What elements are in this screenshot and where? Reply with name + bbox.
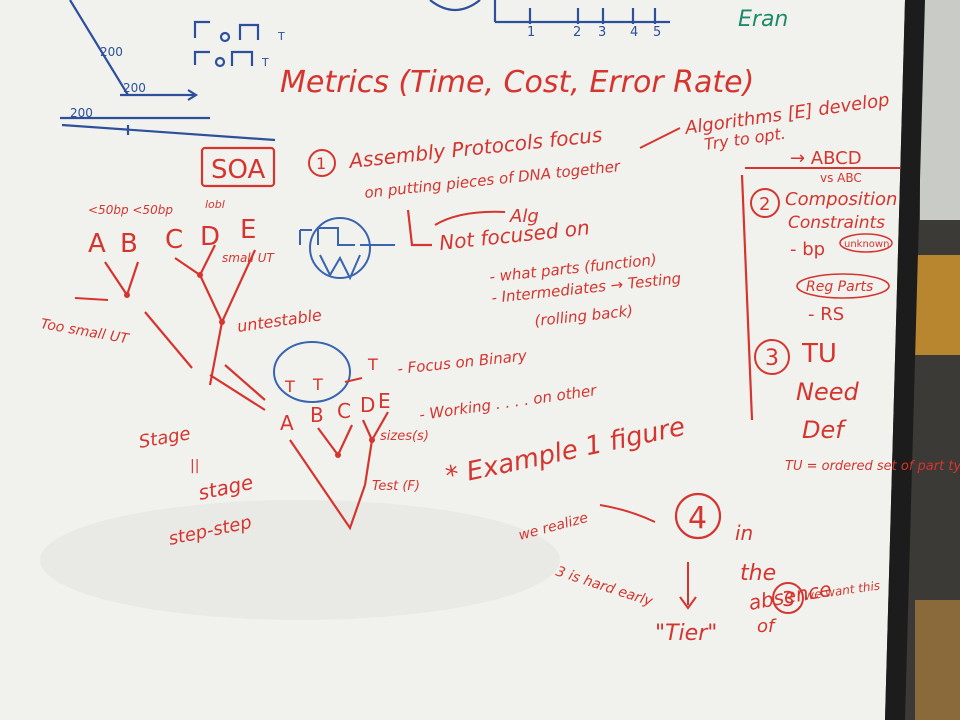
not-focused-bracket [406,209,432,247]
point1-circle [308,149,336,177]
top-left-diagram [60,0,670,142]
label-200-c: 200 [70,106,93,120]
tree-bottom-letter-a: A [280,411,294,435]
tree-bottom-letter-b: B [310,403,324,427]
tree-top-letter-b: B [120,229,138,259]
need-label: Need [796,378,859,406]
right-column-divider [740,174,754,421]
blue-arrow-head [187,89,199,101]
def-label: Def [802,416,847,444]
too-small-arrow [74,297,109,301]
bottom-mark-2: T [312,375,323,394]
axis-ticks: 1 2 3 4 5 [527,25,661,40]
soa-box-outline [200,146,276,188]
tree-top-header: <50bp <50bp [88,203,173,217]
point3-circle [754,339,790,375]
axis-tick-2: 2 [573,25,581,40]
wood-shelf [915,255,960,355]
tu-label: TU [801,339,837,369]
tree-bottom-letter-d: D [360,393,375,417]
tree-top-letter-c: C [165,225,183,255]
vs-abc-label: vs ABC [820,171,862,185]
soa-label: SOA [211,155,266,185]
sizes-label: sizes(s) [380,429,429,444]
tu-definition: TU = ordered set of part types [785,459,960,474]
tree-top-letter-d: D [200,222,220,252]
point4-number: 4 [688,501,707,536]
blue-construct-sketch [299,217,395,281]
promoter-glyph [193,20,210,38]
of-label: of [757,616,777,637]
circled-3-outline [772,582,804,614]
blue-diagonal-line [69,0,129,96]
point2-circle [750,188,780,218]
circled-3: 3 [782,587,795,611]
tree-bottom-letter-c: C [337,399,351,423]
axis-tick-3: 3 [598,25,606,40]
small-ut-label: small UT [222,251,276,265]
down-arrow [679,562,697,610]
eraser-smudge [40,500,560,620]
metrics-heading: Metrics (Time, Cost, Error Rate) [280,65,754,100]
axis-tick-1: 1 [527,25,535,40]
box-corner [915,600,960,720]
the-label: the [740,561,776,586]
point4-circle [674,492,722,540]
point1-number: 1 [316,154,326,173]
composition-label: Composition [785,189,897,210]
reg-parts-label: Reg Parts [806,279,873,295]
test-label: Test (F) [372,479,420,494]
promoter-note-1: T [277,30,285,43]
cds-glyph [238,23,260,40]
cds-glyph-2 [230,50,254,66]
rs-label: - RS [808,304,844,325]
point2-number: 2 [759,194,770,215]
svg-text:||: || [190,458,199,474]
top-right-word: Eran [738,7,788,32]
blue-underline-2 [61,123,276,142]
tree-bottom-letter-e: E [378,389,391,413]
circle-fragment [429,0,481,12]
promoter-glyph-2 [193,50,210,65]
whiteboard-frame [885,0,925,720]
tree-bottom-letters: A B C D E [280,389,391,435]
alg-label: Alg [509,206,539,227]
tree-top-lbl: lobl [205,198,225,211]
bottom-mark-3: T [367,355,378,374]
tree-top-letter-e: E [240,215,256,245]
abcd-label: → ABCD [790,148,862,169]
axis-tick-4: 4 [630,25,638,40]
constraints-label: Constraints [788,213,885,233]
promoter-note-2: T [261,56,269,69]
point1-arrow [639,127,681,149]
tier-label: "Tier" [655,621,717,646]
in-label: in [735,521,753,545]
wall-panel [920,0,960,220]
axis-tick-5: 5 [653,25,661,40]
unknown-label: unknown [844,239,889,250]
label-200-a: 200 [100,45,123,59]
bottom-tree-blue-circle [273,341,351,403]
tree-top-letters: A B C D E [88,215,256,259]
alg-arrow [434,210,506,226]
bp-label: - bp [790,239,825,260]
bottom-mark-1: T [284,377,295,396]
label-200-b: 200 [123,81,146,95]
point3-number: 3 [765,346,779,371]
tree-top-letter-a: A [88,229,106,259]
